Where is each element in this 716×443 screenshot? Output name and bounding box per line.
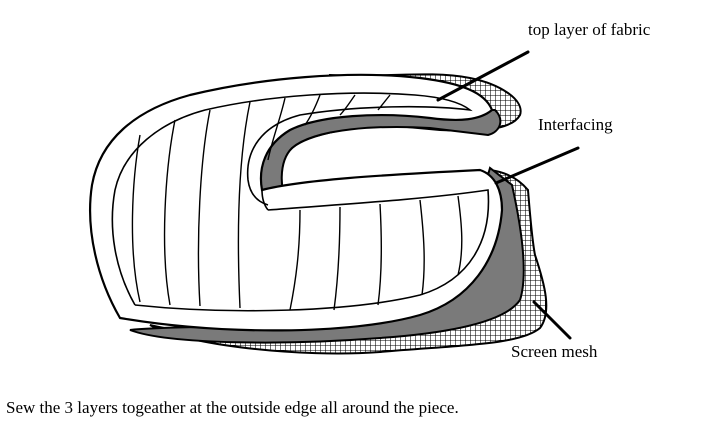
interfacing-leader bbox=[494, 146, 580, 185]
leader-lines bbox=[436, 50, 580, 340]
top-layer-leader bbox=[436, 50, 530, 102]
screen-mesh-leader bbox=[532, 300, 572, 340]
label-top-layer: top layer of fabric bbox=[528, 20, 651, 39]
top-fabric-layer bbox=[89, 73, 504, 332]
label-interfacing: Interfacing bbox=[538, 115, 613, 134]
caption: Sew the 3 layers togeather at the outsid… bbox=[6, 398, 459, 417]
label-screen-mesh: Screen mesh bbox=[511, 342, 598, 361]
